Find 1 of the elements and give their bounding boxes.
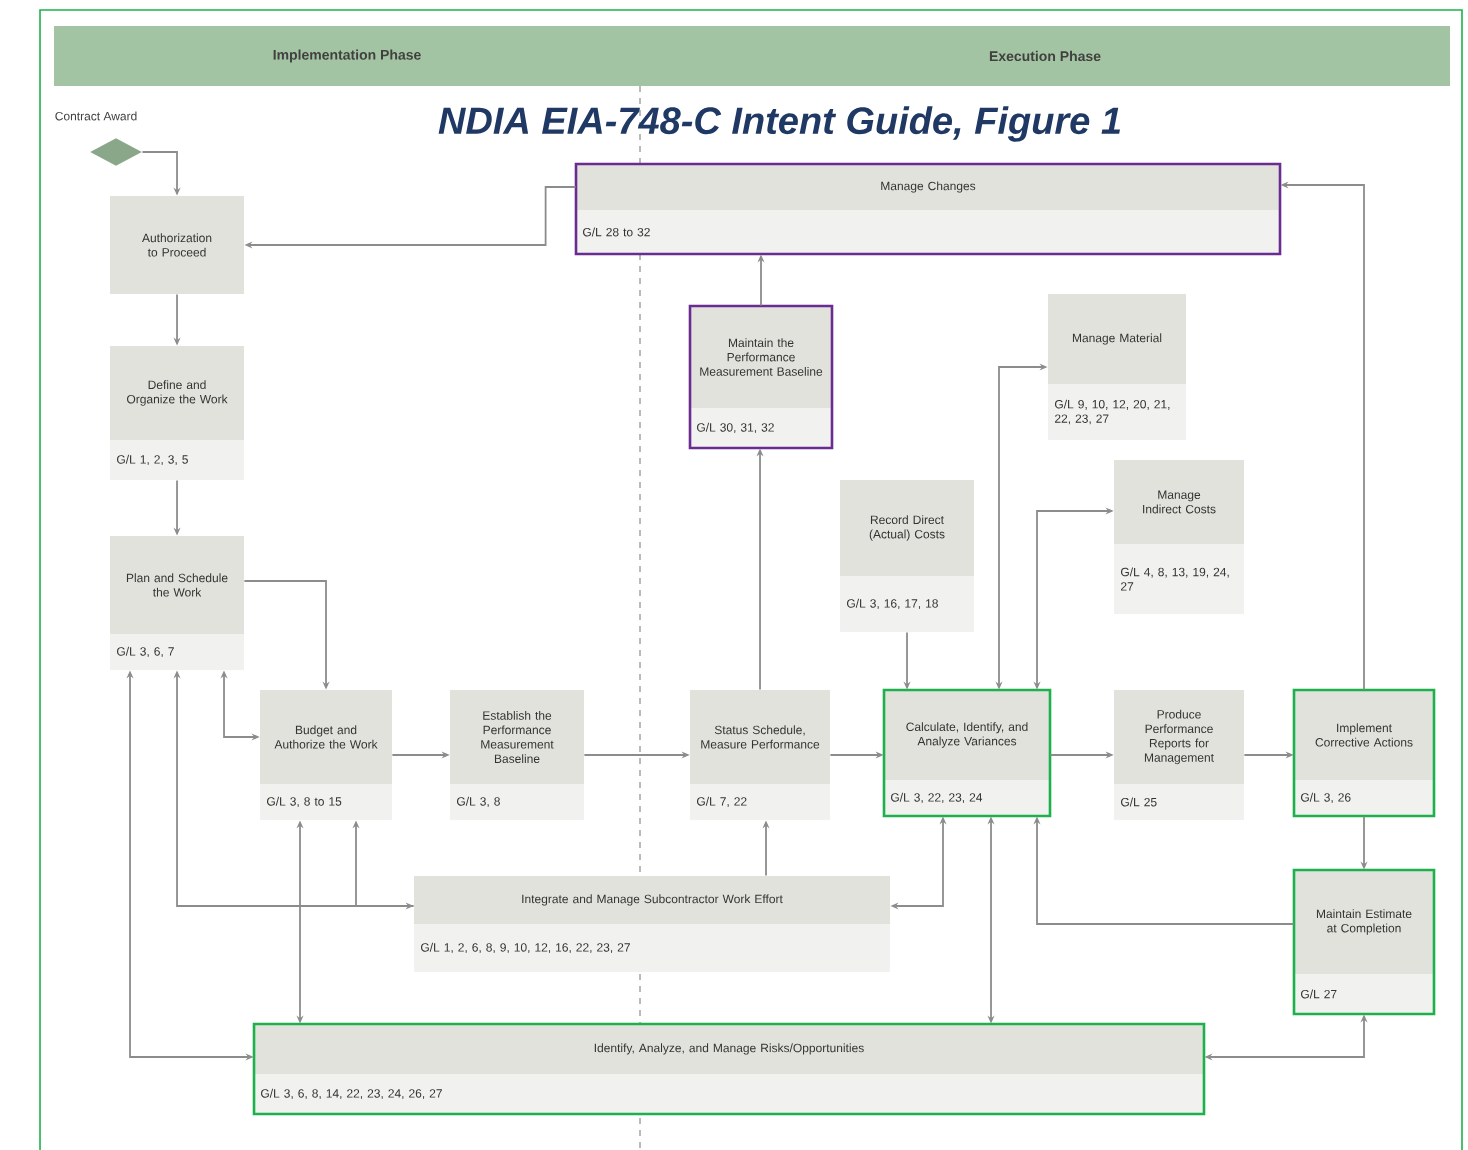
title: NDIA EIA-748-C Intent Guide, Figure 1 (438, 106, 1120, 142)
